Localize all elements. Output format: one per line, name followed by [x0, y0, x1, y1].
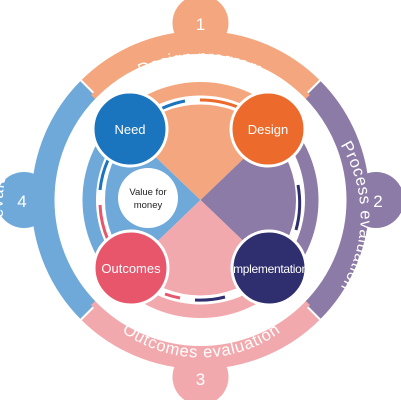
node-implementation-circle [230, 229, 308, 307]
outer-ring [29, 29, 372, 371]
node-design-circle [229, 90, 307, 168]
badge-3-number: 3 [196, 370, 205, 389]
value-for-money-line1: Value for [129, 187, 166, 198]
value-for-money-circle [118, 168, 178, 228]
badge-1-number: 1 [196, 15, 205, 34]
node-design: Design [229, 90, 307, 168]
node-need-circle [91, 90, 169, 168]
value-for-money-line2: money [134, 200, 163, 211]
node-outcomes: Outcomes [92, 229, 170, 307]
node-implementation: Implementation [230, 229, 308, 307]
badge-4 [0, 172, 52, 228]
node-need: Need [91, 90, 169, 168]
ring-seg-implementation [294, 184, 302, 231]
badge-1 [172, 0, 229, 51]
node-need-label: Need [114, 122, 145, 137]
node-design-label: Design [248, 122, 288, 137]
badge-2 [348, 172, 401, 228]
badge-2-number: 2 [373, 192, 382, 211]
node-outcomes-label: Outcomes [101, 261, 161, 276]
inner-clip-ring [54, 54, 347, 346]
badge-4-number: 4 [17, 192, 26, 211]
ring-seg-implementation-2 [194, 295, 226, 302]
node-outcomes-circle [92, 229, 170, 307]
inner-quadrants [48, 47, 353, 353]
ring-seg-outcomes-2 [164, 292, 181, 300]
node-implementation-label: Implementation [230, 262, 308, 276]
badge-3 [172, 349, 229, 405]
